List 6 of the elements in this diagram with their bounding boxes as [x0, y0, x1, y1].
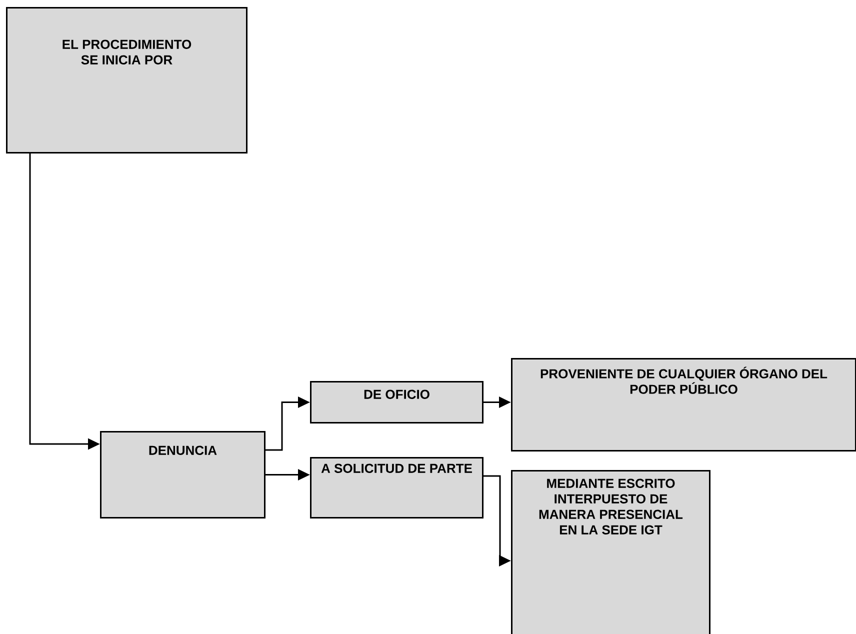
process-box: DENUNCIA	[100, 431, 266, 518]
process-box: A SOLICITUD DE PARTE	[310, 457, 484, 518]
process-box: DE OFICIO	[310, 381, 484, 424]
process-box: MEDIANTE ESCRITO INTERPUESTO DE MANERA PRESENCIAL EN LA SEDE IGT	[511, 470, 711, 634]
process-box: PROVENIENTE DE CUALQUIER ÓRGANO DEL PODER PÚBLICO	[511, 358, 856, 452]
process-box: EL PROCEDIMIENTO SE INICIA POR	[6, 7, 248, 154]
